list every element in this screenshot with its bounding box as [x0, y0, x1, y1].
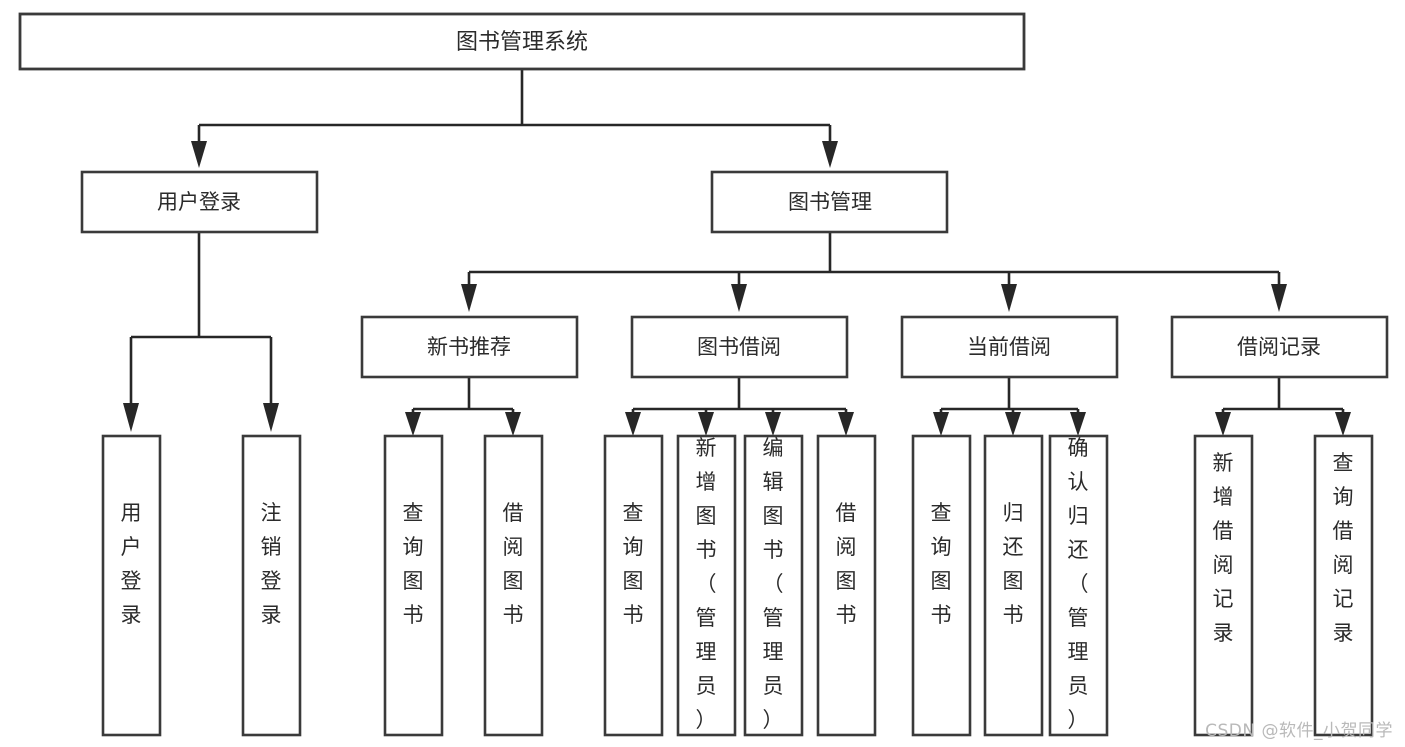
leaf-box-current-borrow-2[interactable]	[983, 434, 1044, 737]
node-borrow-record-box[interactable]	[1170, 315, 1389, 379]
leaf-box-current-borrow-1[interactable]	[911, 434, 972, 737]
arrow-to-borrow-record	[1271, 284, 1287, 312]
leaf-node[interactable]: 注销登录	[241, 434, 302, 737]
leaf-node[interactable]: 借阅图书	[483, 434, 544, 737]
node-borrow-record[interactable]: 借阅记录	[1170, 315, 1389, 379]
leaf-box-user-login-1[interactable]	[101, 434, 162, 737]
node-user-login[interactable]: 用户登录	[80, 170, 319, 234]
node-current-borrow[interactable]: 当前借阅	[900, 315, 1119, 379]
node-root[interactable]: 图书管理系统	[18, 12, 1026, 71]
node-new-book-recommend-label: 新书推荐	[427, 335, 511, 359]
leaf-node[interactable]: 查询图书	[603, 434, 664, 737]
leaf-label-current-borrow-3: 确认归还（管理员）	[1068, 436, 1089, 732]
arrow-user-login-leaf-1	[123, 403, 139, 432]
arrow-user-login-leaf-2	[263, 403, 279, 432]
leaf-box-current-borrow-3[interactable]	[1048, 434, 1109, 737]
arrow-borrow-record-leaf-1	[1215, 412, 1231, 436]
leaf-node[interactable]: 归还图书	[983, 434, 1044, 737]
leaf-label-user-login-1: 用户登录	[121, 501, 142, 627]
arrow-current-borrow-leaf-3	[1070, 412, 1086, 436]
leaf-node[interactable]: 编辑图书（管理员）	[743, 434, 804, 737]
node-book-manage[interactable]: 图书管理	[710, 170, 949, 234]
leaf-box-book-borrow-3[interactable]	[743, 434, 804, 737]
node-book-borrow-box[interactable]	[630, 315, 849, 379]
arrow-to-current-borrow	[1001, 284, 1017, 312]
arrow-new-book-leaf-1	[405, 412, 421, 436]
arrow-current-borrow-leaf-2	[1005, 412, 1021, 436]
node-new-book-recommend[interactable]: 新书推荐	[360, 315, 579, 379]
node-book-manage-label: 图书管理	[788, 190, 872, 214]
leaf-node[interactable]: 查询图书	[383, 434, 444, 737]
node-current-borrow-box[interactable]	[900, 315, 1119, 379]
leaf-node[interactable]: 确认归还（管理员）	[1048, 434, 1109, 737]
leaf-box-new-book-1[interactable]	[383, 434, 444, 737]
arrow-current-borrow-leaf-1	[933, 412, 949, 436]
leaf-label-book-borrow-3: 编辑图书（管理员）	[763, 436, 784, 732]
leaf-label-new-book-1: 查询图书	[403, 501, 424, 627]
leaf-label-book-borrow-2: 新增图书（管理员）	[696, 436, 717, 732]
leaf-label-book-borrow-4: 借阅图书	[836, 501, 857, 627]
leaf-box-borrow-record-1[interactable]	[1193, 434, 1254, 737]
leaf-label-current-borrow-1: 查询图书	[931, 501, 952, 627]
connector-layer	[123, 69, 1351, 436]
arrow-new-book-leaf-2	[505, 412, 521, 436]
leaf-label-new-book-2: 借阅图书	[503, 501, 524, 627]
leaf-node[interactable]: 用户登录	[101, 434, 162, 737]
leaf-node[interactable]: 查询借阅记录	[1313, 434, 1374, 737]
leaf-label-book-borrow-1: 查询图书	[623, 501, 644, 627]
arrow-book-borrow-leaf-4	[838, 412, 854, 436]
node-user-login-label: 用户登录	[157, 190, 241, 214]
node-user-login-box[interactable]	[80, 170, 319, 234]
leaf-box-new-book-2[interactable]	[483, 434, 544, 737]
leaf-label-user-login-2: 注销登录	[261, 501, 282, 627]
leaf-node[interactable]: 查询图书	[911, 434, 972, 737]
arrow-to-new-book-recommend	[461, 284, 477, 312]
leaf-box-borrow-record-2[interactable]	[1313, 434, 1374, 737]
leaf-node[interactable]: 借阅图书	[816, 434, 877, 737]
node-root-label: 图书管理系统	[456, 30, 588, 55]
arrow-root-to-user-login	[191, 141, 207, 168]
arrow-root-to-book-manage	[822, 141, 838, 168]
node-root-box[interactable]	[18, 12, 1026, 71]
arrow-book-borrow-leaf-3	[765, 412, 781, 436]
leaf-label-borrow-record-1: 新增借阅记录	[1213, 451, 1234, 645]
arrow-book-borrow-leaf-2	[698, 412, 714, 436]
arrow-to-book-borrow	[731, 284, 747, 312]
leaf-node[interactable]: 新增借阅记录	[1193, 434, 1254, 737]
node-book-borrow-label: 图书借阅	[697, 335, 781, 359]
leaf-box-book-borrow-1[interactable]	[603, 434, 664, 737]
leaf-box-user-login-2[interactable]	[241, 434, 302, 737]
leaf-box-book-borrow-4[interactable]	[816, 434, 877, 737]
node-borrow-record-label: 借阅记录	[1237, 335, 1321, 359]
node-book-manage-box[interactable]	[710, 170, 949, 234]
leaf-label-current-borrow-2: 归还图书	[1003, 501, 1024, 627]
leaf-box-book-borrow-2[interactable]	[676, 434, 737, 737]
node-book-borrow[interactable]: 图书借阅	[630, 315, 849, 379]
leaf-node[interactable]: 新增图书（管理员）	[676, 434, 737, 737]
arrow-book-borrow-leaf-1	[625, 412, 641, 436]
node-new-book-recommend-box[interactable]	[360, 315, 579, 379]
leaf-label-borrow-record-2: 查询借阅记录	[1333, 451, 1354, 645]
node-current-borrow-label: 当前借阅	[967, 335, 1051, 359]
arrow-borrow-record-leaf-2	[1335, 412, 1351, 436]
